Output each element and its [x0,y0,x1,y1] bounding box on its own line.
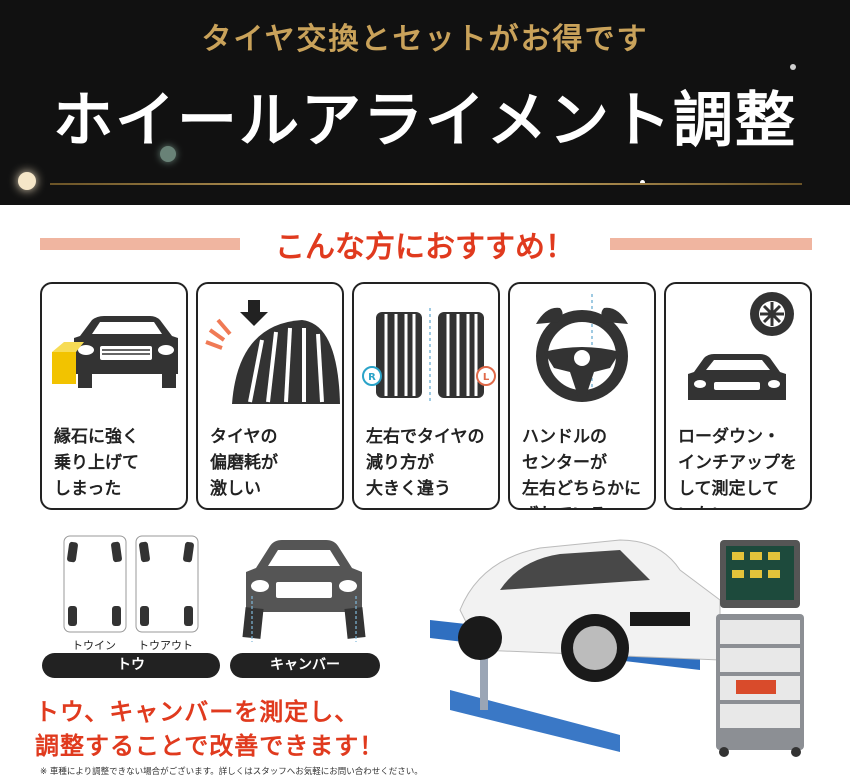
steering-wheel-icon [536,294,628,402]
recommend-heading: こんな方におすすめ！ [275,230,575,265]
card-lowered: ローダウン・ インチアップを して測定して いない [664,282,812,510]
page-title: ホイールアライメント調整 [53,86,797,156]
bokeh-light [640,180,645,185]
left-badge: L [483,372,490,383]
bokeh-light [160,146,176,162]
header-subtitle: タイヤ交換とセットがお得です [201,22,649,57]
bokeh-light [18,172,36,190]
alignment-photo [420,520,850,760]
card-steering-text: ハンドルの センターが 左右どちらかに ずれている [522,427,641,508]
card-curb: 縁石に強く 乗り上げて しまった [40,282,188,510]
heading-bar-right [610,238,812,250]
card-tire-wear-text: タイヤの 偏磨耗が 激しい [210,427,278,499]
lowered-car-icon [688,292,794,400]
camber-pill: キャンバー [230,653,380,678]
toe-diagram [63,535,199,633]
card-curb-text: 縁石に強く 乗り上げて しまった [54,427,139,499]
card-steering: ハンドルの センターが 左右どちらかに ずれている [508,282,656,510]
tire-left-right-icon: R L [362,308,496,402]
cta-line-2: 調整することで改善できます！ [35,732,385,760]
card-tire-wear: タイヤの 偏磨耗が 激しい [196,282,344,510]
car-curb-icon [52,316,178,388]
card-left-right-text: 左右でタイヤの 減り方が 大きく違う [366,427,485,499]
cta-line-1: トウ、キャンバーを測定し、 [35,698,360,726]
right-badge: R [368,372,376,383]
gold-divider [50,183,802,185]
tire-wear-icon [205,300,340,404]
card-lowered-text: ローダウン・ インチアップを して測定して いない [678,427,797,508]
footnote: ※ 車種により調整できない場合がございます。詳しくはスタッフへお気軽にお問い合わ… [40,767,423,777]
toe-in-label: トウイン [72,639,116,652]
bokeh-light [790,64,796,70]
header-banner: タイヤ交換とセットがお得です ホイールアライメント調整 [0,0,850,205]
card-left-right: R L 左右でタイヤの 減り方が 大きく違う [352,282,500,510]
toe-out-label: トウアウト [138,639,193,652]
heading-bar-left [40,238,240,250]
camber-car-icon [242,540,366,642]
toe-pill: トウ [42,653,220,678]
